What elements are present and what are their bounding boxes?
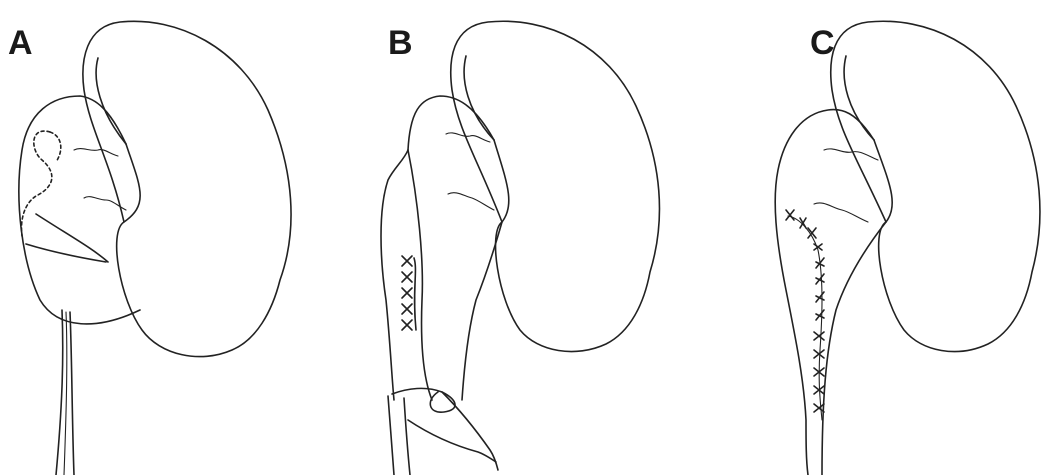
pelvis-lower bbox=[822, 222, 886, 475]
hilum-line bbox=[844, 56, 874, 140]
hilum-line bbox=[874, 140, 892, 222]
pelvis-inner-line bbox=[26, 244, 106, 262]
panel-c: C bbox=[696, 0, 1044, 475]
hilum-line bbox=[494, 140, 509, 222]
kidney-drawing-a bbox=[0, 0, 348, 475]
kidney-outline bbox=[451, 21, 660, 351]
suture-stitches bbox=[786, 210, 824, 412]
pelvis-inner-line bbox=[36, 214, 108, 262]
calyx-line bbox=[824, 149, 878, 160]
kidney-outline bbox=[831, 21, 1040, 351]
ureter bbox=[392, 388, 455, 412]
kidney-drawing-b bbox=[348, 0, 696, 475]
dashed-loop bbox=[22, 131, 52, 236]
calyx-line bbox=[448, 193, 494, 210]
ureter bbox=[64, 312, 67, 475]
ureter bbox=[388, 396, 394, 475]
panel-a: A bbox=[0, 0, 348, 475]
calyx-line bbox=[814, 203, 868, 222]
ureter bbox=[70, 312, 74, 475]
suture-stitches bbox=[402, 256, 416, 330]
ureter bbox=[404, 398, 410, 475]
kidney-outline bbox=[83, 21, 291, 356]
ureter bbox=[56, 310, 63, 475]
hilum-line bbox=[464, 56, 494, 140]
calyx-line bbox=[74, 149, 118, 156]
dashed-loop bbox=[50, 132, 61, 162]
panel-b: B bbox=[348, 0, 696, 475]
pelvis-side bbox=[408, 150, 432, 400]
hilum-line bbox=[96, 58, 126, 144]
kidney-drawing-c bbox=[696, 0, 1044, 475]
